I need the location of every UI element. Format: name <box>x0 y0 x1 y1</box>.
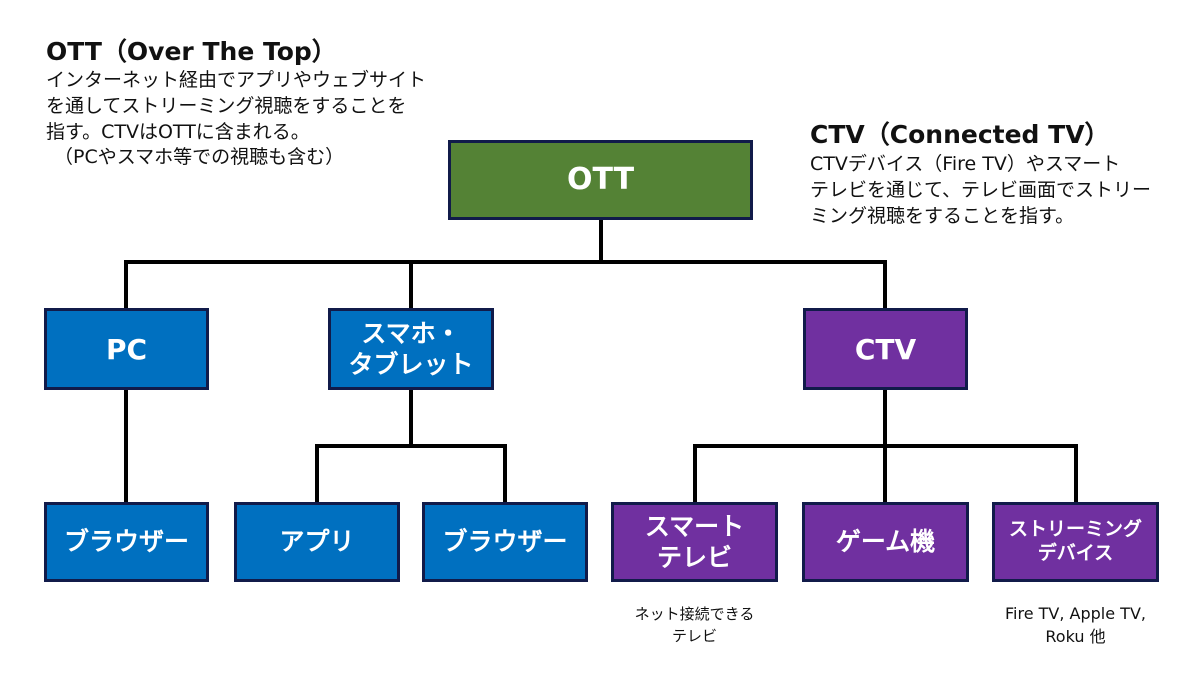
node-smart-tv-label: スマート <box>644 511 745 541</box>
node-ott: OTT <box>448 140 753 220</box>
streaming-device-caption: Fire TV, Apple TV, Roku 他 <box>972 602 1179 648</box>
node-pc-label: PC <box>105 332 148 366</box>
ctv-description-line: CTVデバイス（Fire TV）やスマート <box>810 153 1121 175</box>
node-mobile-app-label: アプリ <box>279 527 355 557</box>
ctv-description-line: テレビを通じて、テレビ画面でストリー <box>810 178 1152 201</box>
node-streaming-device-label: デバイス <box>1037 542 1114 564</box>
node-streaming-device-label: ストリーミング <box>1008 518 1142 541</box>
node-ctv: CTV <box>803 308 968 390</box>
ctv-description-body: CTVデバイス（Fire TV）やスマート テレビを通じて、テレビ画面でストリー… <box>810 152 1151 229</box>
ctv-description-title: CTV（Connected TV） <box>810 120 1110 149</box>
ott-description-body: インターネット経由でアプリやウェブサイト を通してストリーミング視聴をすることを… <box>46 68 426 171</box>
node-smart-tv: スマート テレビ <box>611 502 778 582</box>
node-streaming-device: ストリーミング デバイス <box>992 502 1159 582</box>
streaming-device-caption-line: Roku 他 <box>1045 627 1106 647</box>
node-mobile-browser-label: ブラウザー <box>442 527 568 557</box>
node-mobile-browser: ブラウザー <box>422 502 588 582</box>
node-game-console-label: ゲーム機 <box>835 527 936 557</box>
smart-tv-caption-line: テレビ <box>671 626 717 645</box>
ott-description-line: （PCやスマホ等での視聴も含む） <box>54 146 345 169</box>
node-pc-browser: ブラウザー <box>44 502 209 582</box>
smart-tv-caption: ネット接続できる テレビ <box>611 604 778 648</box>
streaming-device-caption-line: Fire TV, Apple TV, <box>1005 604 1146 623</box>
node-smartphone-tablet-label: スマホ・ <box>361 318 461 348</box>
node-mobile-app: アプリ <box>234 502 400 582</box>
node-smartphone-tablet-label: タブレット <box>348 350 474 379</box>
smart-tv-caption-line: ネット接続できる <box>634 605 755 623</box>
ott-description-line: 指す。CTVはOTTに含まれる。 <box>46 120 310 143</box>
node-ctv-label: CTV <box>854 332 917 366</box>
ott-description-title: OTT（Over The Top） <box>46 37 337 66</box>
node-ott-label: OTT <box>566 162 635 198</box>
ott-description-line: インターネット経由でアプリやウェブサイト <box>46 69 427 91</box>
node-pc: PC <box>44 308 209 390</box>
node-smart-tv-label: テレビ <box>656 543 732 572</box>
ott-description-line: を通してストリーミング視聴をすることを <box>46 94 407 117</box>
node-game-console: ゲーム機 <box>802 502 969 582</box>
node-pc-browser-label: ブラウザー <box>63 527 189 557</box>
ctv-description-line: ミング視聴をすることを指す。 <box>810 204 1075 227</box>
node-smartphone-tablet: スマホ・ タブレット <box>328 308 494 390</box>
